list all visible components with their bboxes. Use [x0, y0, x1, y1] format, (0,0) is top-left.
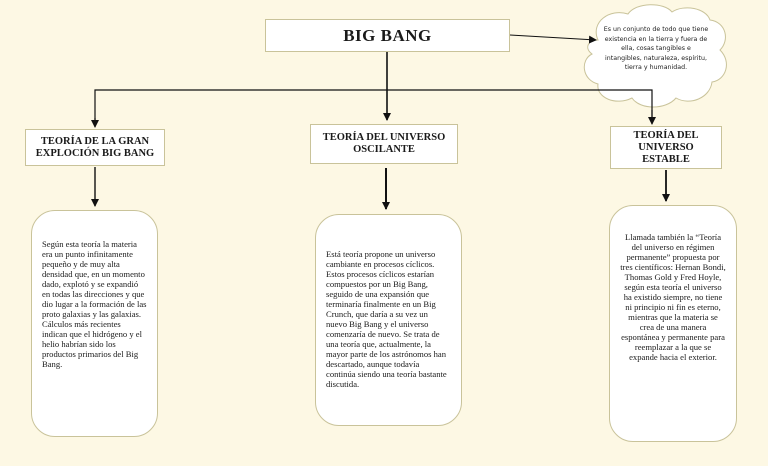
card-estable: Llamada también la “Teoría del universo …: [609, 205, 737, 442]
arrow-title-to-definition: [509, 34, 597, 44]
branch-title-estable: TEORÍA DEL UNIVERSO ESTABLE: [610, 126, 722, 169]
cloud-shape: [583, 4, 727, 108]
definition-text: Es un conjunto de todo que tiene existen…: [603, 26, 709, 72]
branch-title-gran-explosion: TEORÍA DE LA GRAN EXPLOCIÓN BIG BANG: [25, 129, 165, 166]
card-oscilante: Está teoría propone un universo cambiant…: [315, 214, 462, 426]
branch-connector: [94, 89, 653, 126]
main-title: BIG BANG: [265, 19, 510, 52]
card-gran-explosion: Según esta teoría la materia era un punt…: [31, 210, 158, 437]
branch-title-oscilante: TEORÍA DEL UNIVERSO OSCILANTE: [310, 124, 458, 164]
